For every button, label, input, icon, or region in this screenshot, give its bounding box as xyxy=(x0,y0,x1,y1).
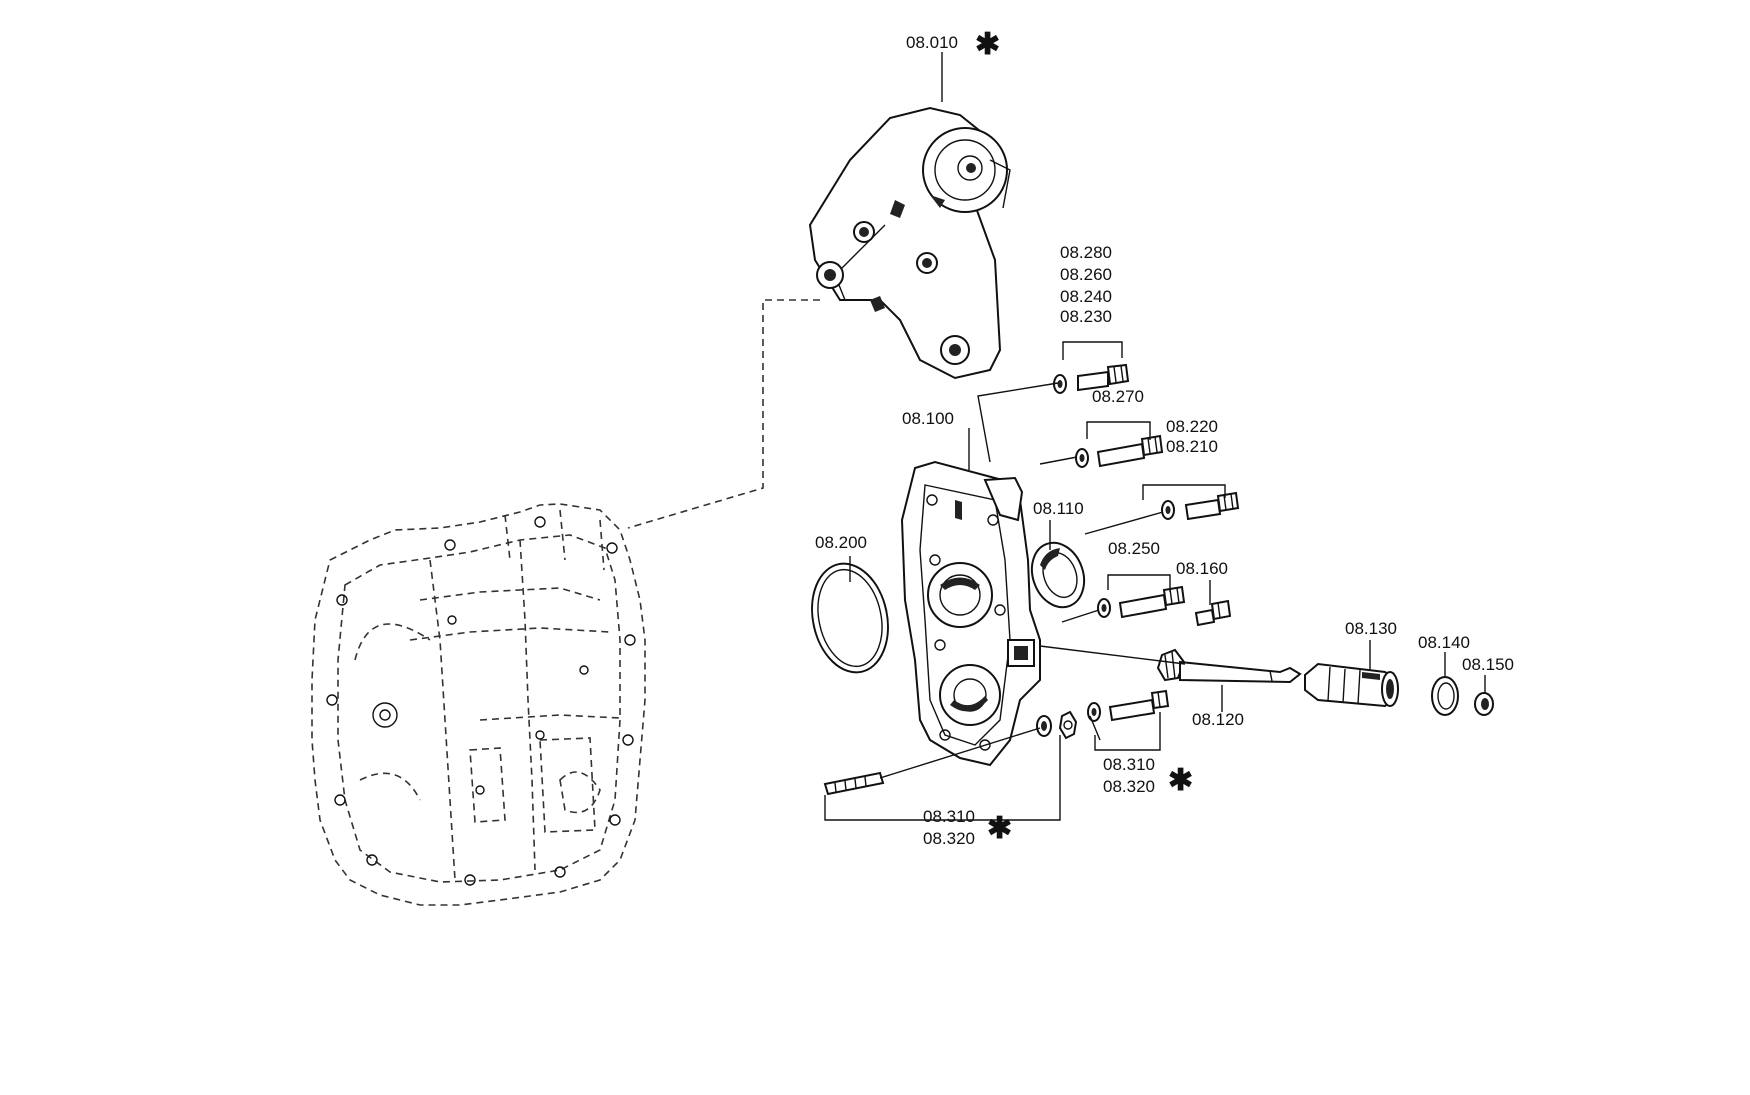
bolt-08210-group xyxy=(1161,491,1240,521)
label-08-270: 08.270 xyxy=(1092,387,1144,406)
label-08-210: 08.210 xyxy=(1166,437,1218,456)
ring-part xyxy=(1431,676,1459,716)
bolt-08230-group xyxy=(1053,363,1130,394)
housing-cover-part xyxy=(900,460,1041,767)
label-08-100: 08.100 xyxy=(902,409,954,428)
gearbox-housing xyxy=(311,503,646,906)
asterisk-08-010: ✱ xyxy=(975,28,1000,61)
label-08-220: 08.220 xyxy=(1166,417,1218,436)
label-08-140: 08.140 xyxy=(1418,633,1470,652)
lower-washer-group xyxy=(1036,710,1078,740)
asterisk-08-310-right: ✱ xyxy=(1168,764,1193,797)
label-08-010: 08.010 xyxy=(906,33,958,52)
sleeve-part xyxy=(1304,662,1399,708)
label-08-320-bottom: 08.320 xyxy=(923,829,975,848)
label-08-110: 08.110 xyxy=(1033,499,1084,518)
label-08-310-right: 08.310 xyxy=(1103,755,1155,774)
washer-part xyxy=(1474,692,1494,716)
lower-bolt-group xyxy=(1087,689,1170,722)
assembly-dashed-line xyxy=(627,299,820,529)
bolt-08270-group xyxy=(1075,434,1164,468)
part-labels: 08.010 08.280 08.260 08.240 08.230 08.27… xyxy=(815,33,1514,848)
label-08-240: 08.240 xyxy=(1060,287,1112,306)
stud-part xyxy=(823,771,885,796)
bracket-part xyxy=(808,106,1011,380)
leader-lines xyxy=(824,52,1486,821)
label-08-160: 08.160 xyxy=(1176,559,1228,578)
asterisk-marks: ✱ ✱ ✱ xyxy=(975,28,1193,845)
label-08-320-right: 08.320 xyxy=(1103,777,1155,796)
asterisk-08-310-bottom: ✱ xyxy=(987,812,1012,845)
label-08-150: 08.150 xyxy=(1462,655,1514,674)
gasket-part xyxy=(811,562,889,674)
label-08-130: 08.130 xyxy=(1345,619,1397,638)
label-08-200: 08.200 xyxy=(815,533,867,552)
seal-part xyxy=(1030,541,1086,609)
bolt-08250-group xyxy=(1097,585,1186,619)
label-08-230: 08.230 xyxy=(1060,307,1112,326)
label-08-280: 08.280 xyxy=(1060,243,1112,262)
label-08-120: 08.120 xyxy=(1192,710,1244,729)
bolt-08160-part xyxy=(1194,599,1232,627)
shaft-part xyxy=(1156,648,1302,684)
label-08-260: 08.260 xyxy=(1060,265,1112,284)
label-08-310-bottom: 08.310 xyxy=(923,807,975,826)
label-08-250: 08.250 xyxy=(1108,539,1160,558)
